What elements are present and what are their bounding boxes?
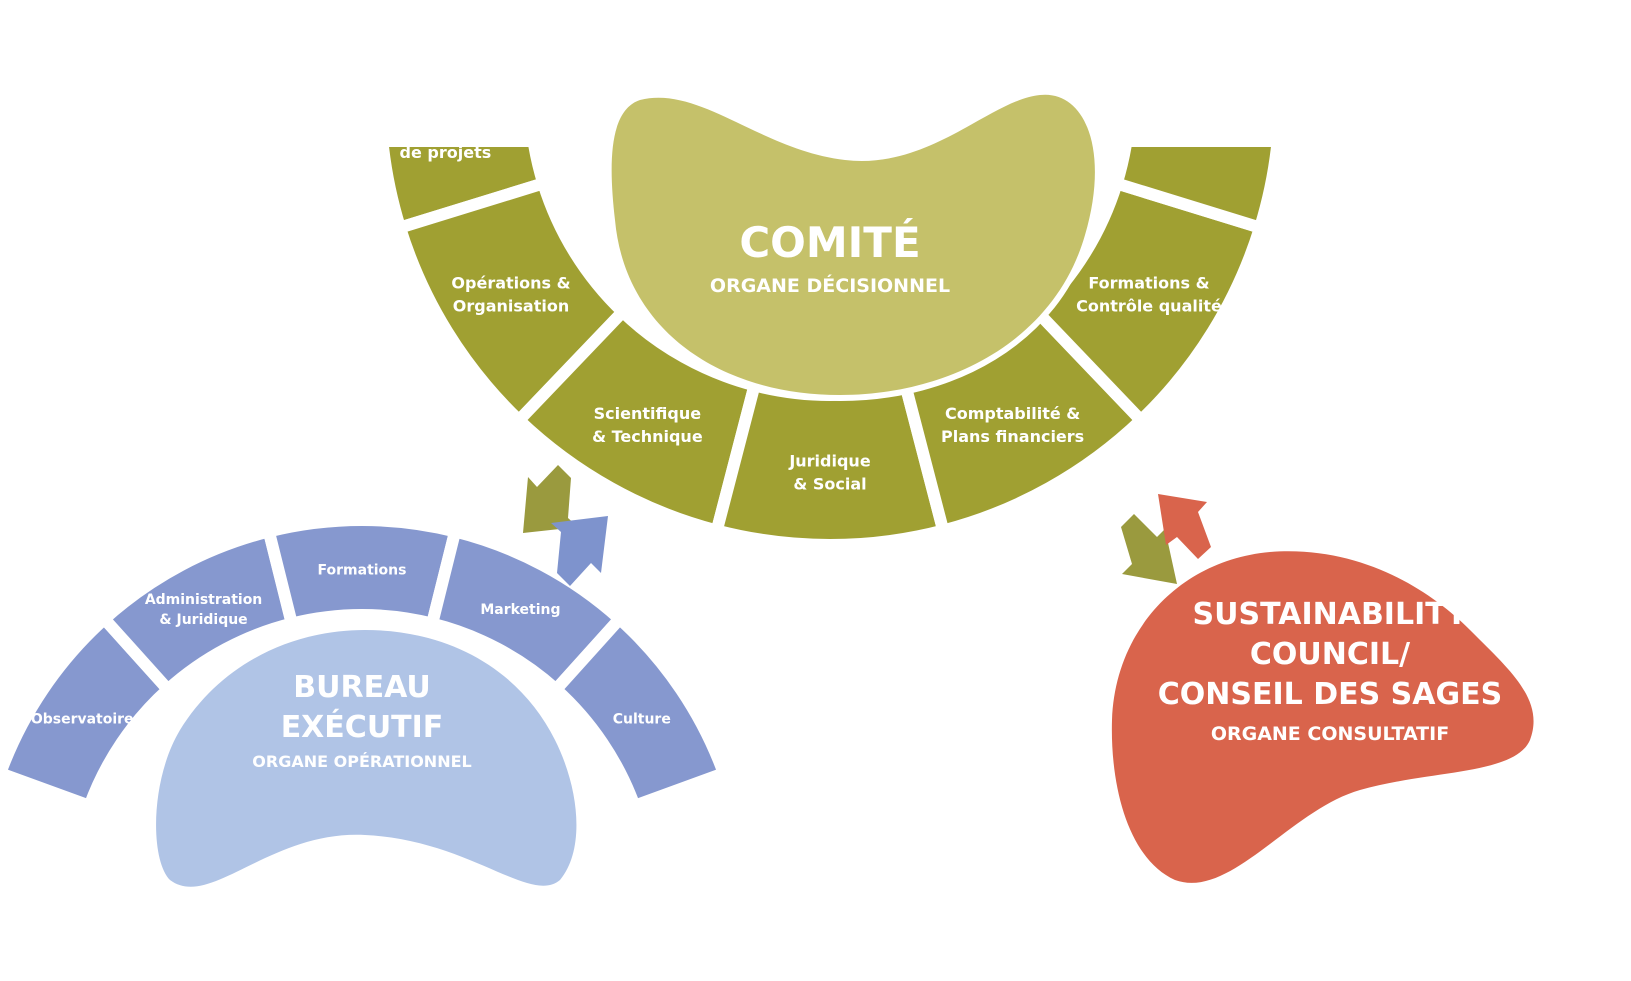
comite-segment-label: Scientifique <box>594 404 702 423</box>
comite-segment-label: de projets <box>400 143 492 162</box>
arrow-council-to-comite-icon <box>1158 494 1211 559</box>
comite-group: COMITÉ ORGANE DÉCISIONNEL Administration… <box>377 1 1285 551</box>
comite-segment-label: & Social <box>793 475 866 494</box>
council-title-line-1: SUSTAINABILITY <box>1193 597 1469 632</box>
comite-segment-label: Plans financiers <box>941 427 1084 446</box>
comite-segment-label: Comptabilité & <box>945 404 1080 423</box>
comite-segment-label: Organisation <box>453 297 569 316</box>
bureau-segment-label: & Juridique <box>159 612 247 628</box>
comite-subtitle: ORGANE DÉCISIONNEL <box>710 274 950 297</box>
bureau-title-line-2: EXÉCUTIF <box>281 709 444 745</box>
comite-segment[interactable] <box>1109 1 1283 236</box>
bureau-core-shape[interactable] <box>150 623 583 893</box>
council-title-line-3: CONSEIL DES SAGES <box>1158 677 1502 712</box>
council-core-shape[interactable] <box>1111 551 1534 883</box>
comite-segment-label: Contrôle qualité <box>1076 297 1222 316</box>
arrow-bureau-to-comite-icon <box>551 516 608 586</box>
comite-core-shape[interactable] <box>605 88 1101 402</box>
arrow-comite-to-bureau-icon <box>523 465 578 533</box>
arrows <box>523 465 1211 586</box>
bureau-segment-label: Culture <box>613 711 671 727</box>
comite-segment-label: & Gestion <box>401 120 490 139</box>
comite-title: COMITÉ <box>739 217 920 267</box>
bureau-subtitle: ORGANE OPÉRATIONNEL <box>252 752 471 771</box>
council-subtitle: ORGANE CONSULTATIF <box>1211 723 1449 745</box>
comite-segment-label: Communication <box>1145 110 1285 129</box>
bureau-segments <box>0 514 732 814</box>
bureau-segment-label: Formations <box>318 563 407 579</box>
comite-segment-label: Administration <box>378 97 512 116</box>
bureau-segment-label: Marketing <box>480 602 560 618</box>
bureau-segment[interactable] <box>547 610 732 814</box>
council-group: SUSTAINABILITY COUNCIL/ CONSEIL DES SAGE… <box>1111 551 1534 883</box>
comite-segment-label: Formations & <box>1088 274 1209 293</box>
council-title-line-2: COUNCIL/ <box>1250 637 1410 672</box>
comite-segment-label: Juridique <box>788 452 871 471</box>
bureau-title-line-1: BUREAU <box>293 670 430 705</box>
bureau-segment-label: Administration <box>145 592 262 608</box>
bureau-group: BUREAU EXÉCUTIF ORGANE OPÉRATIONNEL Obse… <box>0 514 732 893</box>
bureau-segment-label: Observatoire <box>31 711 134 727</box>
comite-segment-label: & Technique <box>592 427 703 446</box>
comite-segment-label: Opérations & <box>451 274 570 293</box>
arrow-comite-to-council-icon <box>1121 514 1177 584</box>
